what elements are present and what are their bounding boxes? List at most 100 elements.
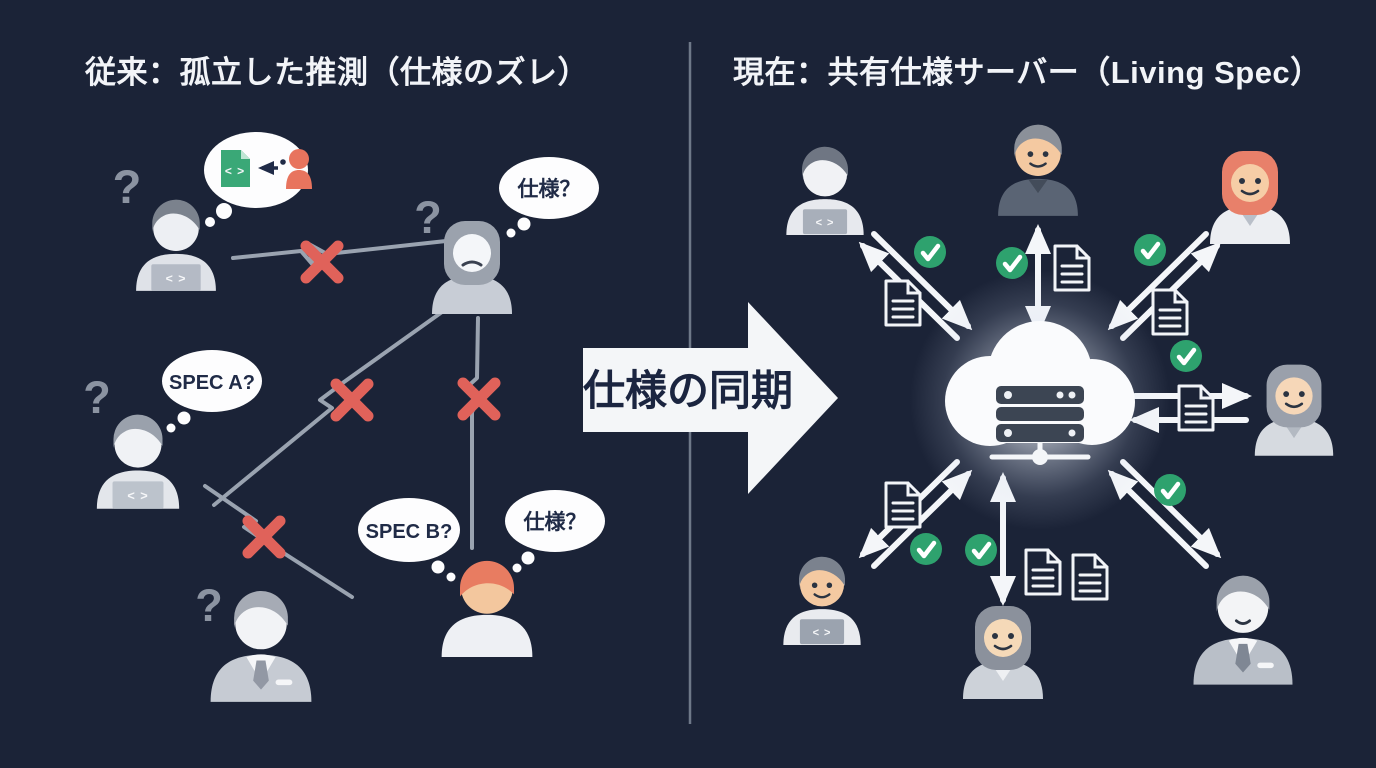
check-icon [996,247,1028,279]
hair [460,560,514,597]
document-icon [1053,244,1091,292]
x-mark-icon [300,240,344,284]
person-suit-bottom-right [1193,575,1293,685]
hair [798,556,845,588]
pocket-square [275,679,293,686]
big-right-arrow-shape [583,302,838,494]
document-icon [884,481,922,529]
network-icon [989,442,1091,465]
code-file-icon: < > [221,150,250,187]
bubble-dot [177,411,191,425]
document-icon [884,279,922,327]
bubble-dot [205,217,215,227]
collar [1028,179,1048,194]
broken-links [203,239,501,599]
smile-mouth [993,644,1013,651]
smile-mouth [813,593,831,599]
laptop-code-glyph: < > [813,627,832,639]
person-developer-bottom-left: < > [783,556,861,646]
body [432,276,512,314]
bubble-text: SPEC B? [366,521,453,543]
x-mark-icon [242,515,286,559]
bubble-dot [216,203,232,219]
right-panel: 現在：共有仕様サーバー（Living Spec） [733,55,1334,699]
right-panel-title: 現在：共有仕様サーバー（Living Spec） [733,55,1322,90]
body [998,178,1078,216]
eye [992,633,998,639]
check-icon [914,236,946,268]
smile-mouth [1240,189,1260,196]
tie [253,660,269,690]
bubble-shape [162,350,262,412]
laptop-code-glyph: < > [816,217,835,229]
person-woman-bottom-center [963,606,1043,699]
hair [152,199,200,232]
hair [1216,575,1270,612]
left-panel: 従来：孤立した推測（仕様のズレ） ? ? ? ? < > [83,55,605,702]
bubble-shape [499,157,599,219]
bubble-dot [517,217,531,231]
laptop-icon [112,481,164,509]
check-icon [1154,474,1186,506]
broken-link-line [212,290,472,507]
center-sync-arrow: 仕様の同期 [583,302,838,494]
question-mark-icon: ? [113,160,142,213]
bubble-text: SPEC A? [169,372,255,394]
document-icon [1177,384,1215,432]
hair [234,591,288,628]
person-man-top-center [998,124,1078,216]
person-woman-right [1254,364,1334,456]
face [984,619,1022,657]
question-mark-icon: ? [414,192,442,243]
person-developer-midleft: < > [96,414,180,509]
person-orange-icon [286,149,312,189]
document-icon [1151,288,1189,336]
document-icon [1071,553,1109,601]
smile-mouth [1234,619,1252,625]
eye [826,582,833,588]
person-developer-top-left: < > [786,146,864,236]
eye [811,582,818,588]
bubble-shape [505,490,605,552]
left-panel-title: 従来：孤立した推測（仕様のズレ） [84,55,589,90]
laptop-code-glyph: < > [166,271,187,285]
check-icon [910,533,942,565]
question-mark-icon: ? [83,372,111,423]
check-icon [965,534,997,566]
person-manager-suit [210,591,312,702]
bubble-dot [166,423,176,433]
broken-link-line [203,484,354,599]
question-mark-icon: ? [195,580,223,631]
spec-doc-icons [884,244,1215,601]
tie [1235,643,1251,673]
check-icon [1170,340,1202,372]
eye [1008,633,1014,639]
body [441,614,533,657]
frown-mouth [461,260,483,267]
hair [113,414,163,448]
eye [1255,178,1261,184]
eye [1283,391,1290,397]
bubble-dot [521,551,535,565]
cloud-server [910,270,1170,530]
bubble-dot [506,228,516,238]
person-woman-top-right [1210,151,1290,244]
person-redhair [441,560,533,657]
sync-arrow-label: 仕様の同期 [583,367,793,414]
smile-mouth [1284,402,1304,409]
thought-bubble-code-from-person: < > [204,132,312,227]
eye [1298,391,1305,397]
check-icon [1134,234,1166,266]
bubble-dot [446,572,456,582]
check-badges [910,234,1202,566]
bubble-dot [431,560,445,574]
laptop-icon [151,264,201,291]
hair [1014,124,1062,157]
thought-bubble-spec-b: SPEC B? [358,498,460,582]
laptop-icon [799,619,845,645]
document-icon [1024,548,1062,596]
thought-bubble-spec-question-bottom: 仕様？ [505,490,605,573]
server-icon [996,386,1084,442]
